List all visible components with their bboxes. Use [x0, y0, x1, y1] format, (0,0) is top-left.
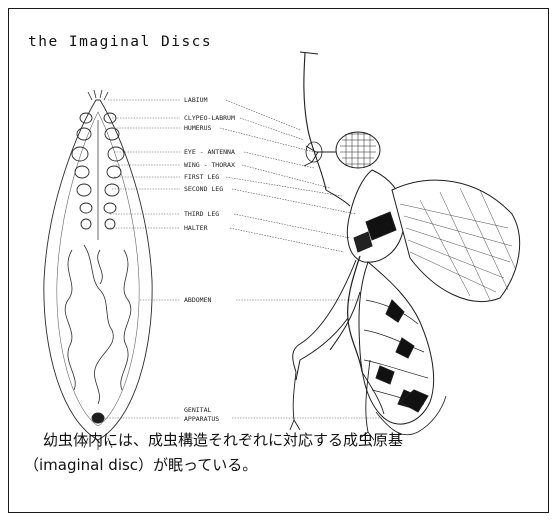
- label-genital: GENITAL: [184, 406, 211, 414]
- larva-gut: [65, 245, 131, 404]
- fly-wing: [392, 180, 520, 301]
- caption-line-2: （imaginal disc）が眠っている。: [24, 453, 524, 478]
- genital-disc: [92, 413, 104, 423]
- fly-thorax: [347, 170, 404, 262]
- label-third-leg: THIRD LEG: [184, 210, 219, 218]
- adult-fly-illustration: [290, 52, 520, 440]
- label-abdomen: ABDOMEN: [184, 296, 211, 304]
- label-halter: HALTER: [184, 224, 208, 232]
- figure-caption: 幼虫体内には、成虫構造それぞれに対応する成虫原基 （imaginal disc）…: [24, 428, 524, 478]
- caption-line-1: 幼虫体内には、成虫構造それぞれに対応する成虫原基: [24, 428, 524, 453]
- label-second-leg: SECOND LEG: [184, 185, 223, 193]
- label-first-leg: FIRST LEG: [184, 173, 219, 181]
- label-humerus: HUMERUS: [184, 124, 211, 132]
- label-wing-thorax: WING - THORAX: [184, 161, 235, 169]
- label-apparatus: APPARATUS: [184, 415, 219, 423]
- disc-labels: LABIUM CLYPEO-LABRUM HUMERUS EYE - ANTEN…: [184, 96, 235, 423]
- larva-illustration: [44, 90, 152, 450]
- label-labium: LABIUM: [184, 96, 208, 104]
- label-clypeo-labrum: CLYPEO-LABRUM: [184, 114, 235, 122]
- label-eye-antenna: EYE - ANTENNA: [184, 148, 235, 156]
